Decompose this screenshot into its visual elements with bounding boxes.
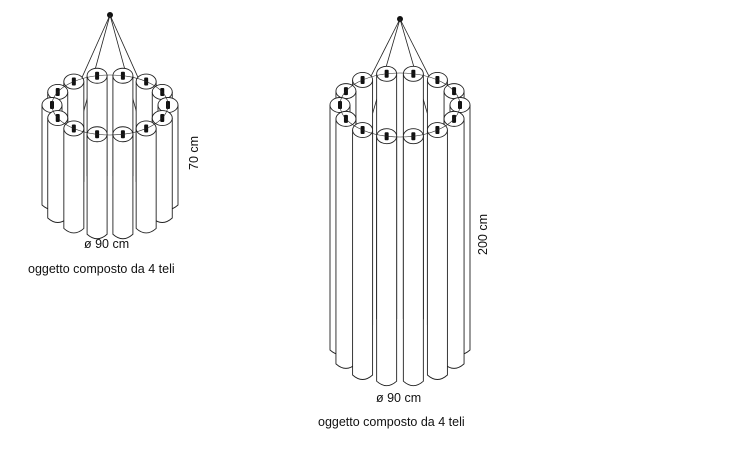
suspension-wire: [79, 14, 111, 84]
fabric-tube: [376, 128, 398, 387]
fabric-tube: [86, 126, 108, 240]
suspension-wire: [109, 14, 141, 84]
small-diameter-label: ø 90 cm: [84, 237, 130, 251]
fabric-tube: [63, 120, 85, 234]
lamp-small-drawing: [41, 12, 179, 240]
fabric-tube: [402, 128, 424, 387]
small-height-label: 70 cm: [187, 135, 201, 170]
suspension-wire: [367, 18, 401, 82]
fabric-tube: [112, 126, 134, 240]
suspension-wire: [399, 18, 433, 82]
support-ring: [339, 72, 461, 138]
fabric-tube: [426, 122, 448, 380]
fabric-tube: [135, 120, 157, 234]
large-caption: oggetto composto da 4 teli: [318, 415, 465, 429]
small-caption: oggetto composto da 4 teli: [28, 262, 175, 276]
fabric-tube: [335, 110, 357, 369]
large-height-label: 200 cm: [476, 214, 490, 255]
fabric-tube: [352, 122, 374, 380]
support-ring: [51, 74, 169, 136]
lamp-large-drawing: [329, 16, 471, 387]
large-diameter-label: ø 90 cm: [376, 391, 422, 405]
